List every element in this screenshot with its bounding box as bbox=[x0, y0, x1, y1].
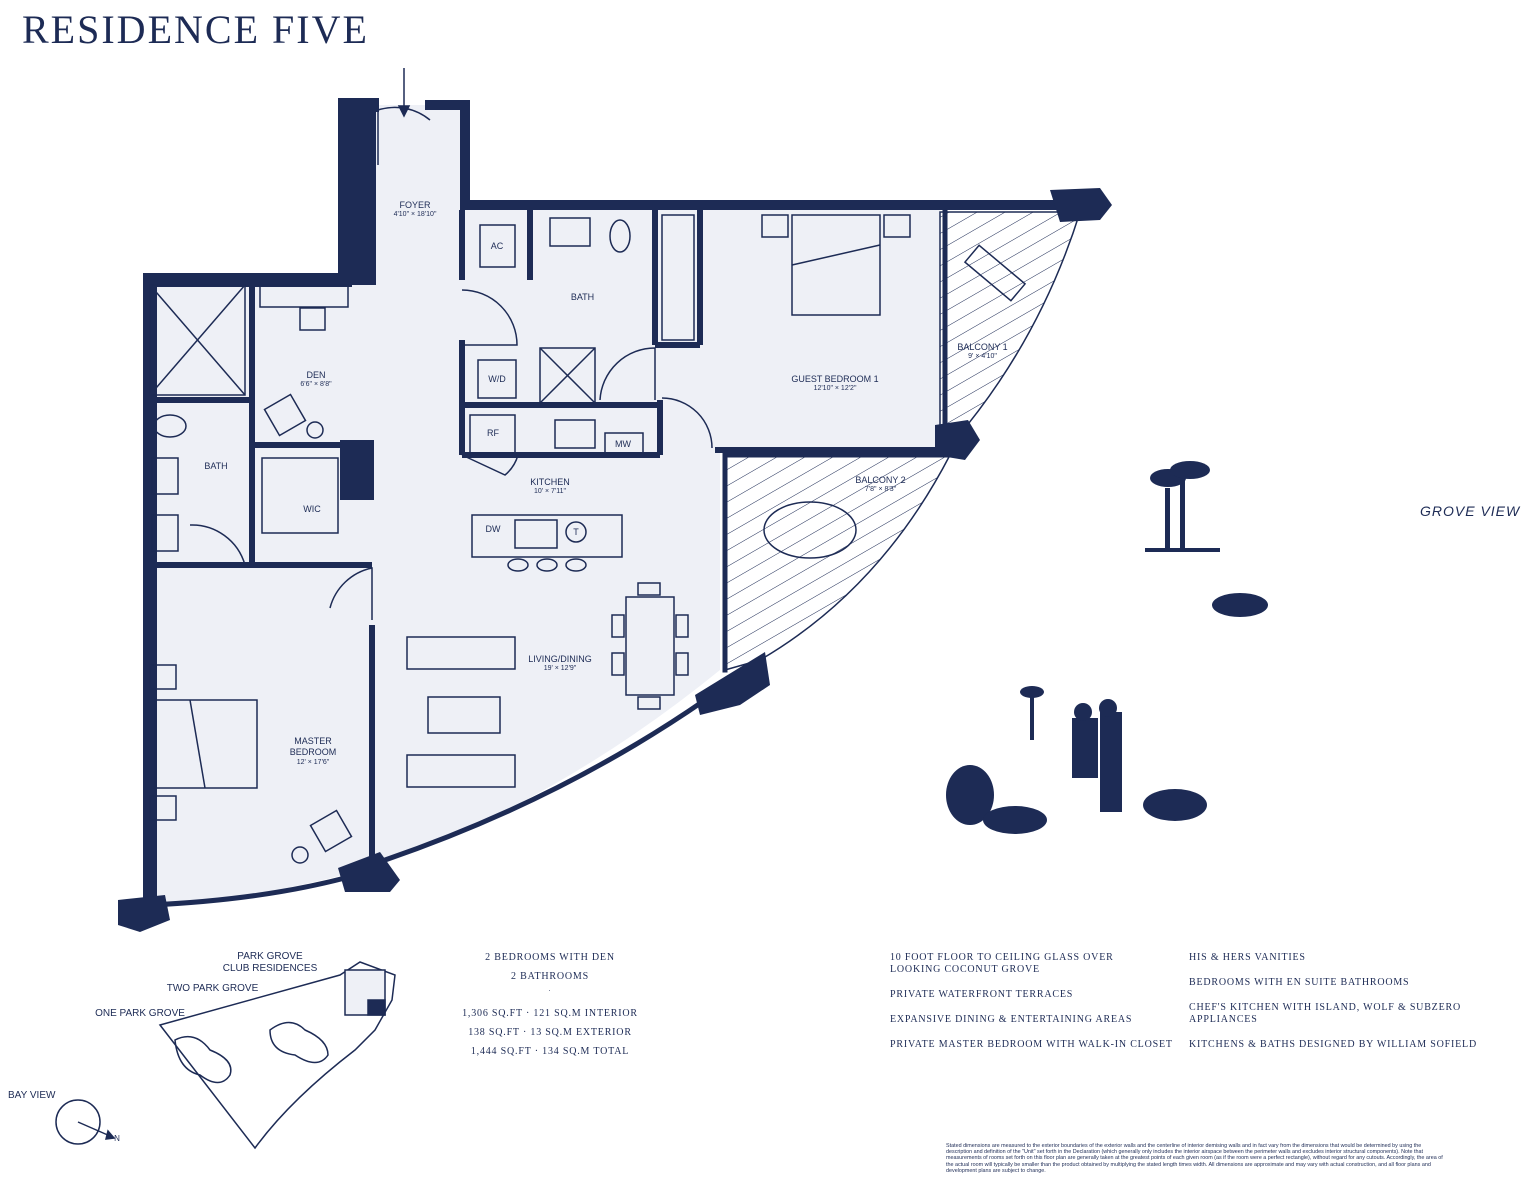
summary-exterior: 138 SQ.FT · 13 SQ.M EXTERIOR bbox=[468, 1027, 632, 1038]
room-ac: AC bbox=[490, 241, 504, 251]
couple-illustration bbox=[946, 686, 1207, 834]
room-wic: WIC bbox=[303, 504, 321, 514]
master-bed bbox=[154, 699, 258, 789]
structural-columns bbox=[118, 100, 1112, 932]
summary-interior: 1,306 SQ.FT · 121 SQ.M INTERIOR bbox=[462, 1008, 638, 1019]
den-armchair bbox=[263, 393, 307, 437]
shower-left bbox=[149, 284, 246, 396]
bath-sink bbox=[549, 217, 591, 247]
microwave bbox=[604, 432, 644, 454]
sofa-1 bbox=[406, 636, 516, 670]
room-trash: T bbox=[573, 527, 579, 537]
bay-view-label: BAY VIEW bbox=[8, 1090, 56, 1101]
grove-view-label: GROVE VIEW bbox=[1420, 503, 1521, 519]
balcony-1-deck bbox=[939, 211, 1082, 441]
summary-separator: · bbox=[548, 987, 552, 995]
balcony-2-deck bbox=[724, 454, 952, 671]
fridge bbox=[469, 414, 516, 454]
lounger bbox=[963, 244, 1027, 302]
room-rf: RF bbox=[487, 428, 499, 438]
balcony-table bbox=[763, 501, 857, 559]
room-wd: W/D bbox=[488, 374, 506, 384]
feature-left-4: PRIVATE MASTER BEDROOM WITH WALK-IN CLOS… bbox=[890, 1039, 1173, 1050]
site-one-park-grove: ONE PARK GROVE bbox=[95, 1008, 185, 1019]
vanity-sink-1 bbox=[151, 457, 179, 495]
feature-left-2: PRIVATE WATERFRONT TERRACES bbox=[890, 989, 1074, 1000]
toilet-left bbox=[153, 414, 187, 438]
palm-illustration bbox=[1145, 461, 1220, 552]
wic-shelves bbox=[261, 457, 339, 534]
wd-unit bbox=[477, 359, 517, 399]
entry-arrow bbox=[397, 68, 411, 118]
den-side-table bbox=[306, 421, 324, 439]
island-sink bbox=[514, 519, 558, 549]
feature-left-3: EXPANSIVE DINING & ENTERTAINING AREAS bbox=[890, 1014, 1133, 1025]
site-plan bbox=[158, 961, 396, 1150]
compass bbox=[55, 1099, 116, 1145]
trash-bin bbox=[565, 521, 587, 543]
feature-left-1: 10 FOOT FLOOR TO CEILING GLASS OVER LOOK… bbox=[890, 952, 1114, 975]
coffee-table bbox=[427, 696, 501, 734]
site-club-residences: PARK GROVE CLUB RESIDENCES bbox=[222, 951, 318, 974]
vanity-sink-2 bbox=[151, 514, 179, 552]
summary-bedrooms: 2 BEDROOMS WITH DEN bbox=[485, 952, 615, 963]
toilet-top bbox=[609, 219, 631, 253]
shower-top bbox=[539, 347, 596, 404]
room-bath-left: BATH bbox=[204, 461, 228, 471]
north-label: N bbox=[114, 1134, 120, 1143]
feature-right-4: KITCHENS & BATHS DESIGNED BY WILLIAM SOF… bbox=[1189, 1039, 1477, 1050]
summary-bathrooms: 2 BATHROOMS bbox=[511, 971, 589, 982]
bush-illustration bbox=[1212, 593, 1268, 617]
summary-total: 1,444 SQ.FT · 134 SQ.M TOTAL bbox=[470, 1046, 630, 1057]
ac-unit bbox=[479, 224, 516, 268]
feature-right-1: HIS & HERS VANITIES bbox=[1189, 952, 1306, 963]
interior-walls bbox=[150, 210, 940, 860]
site-two-park-grove: TWO PARK GROVE bbox=[166, 983, 259, 994]
dining-table bbox=[625, 596, 675, 696]
closet-guest bbox=[661, 214, 695, 341]
range bbox=[554, 419, 596, 449]
feature-right-3: CHEF'S KITCHEN WITH ISLAND, WOLF & SUBZE… bbox=[1189, 1002, 1461, 1025]
sofa-2 bbox=[406, 754, 516, 788]
page-title: RESIDENCE FIVE bbox=[22, 7, 369, 52]
feature-right-2: BEDROOMS WITH EN SUITE BATHROOMS bbox=[1189, 977, 1410, 988]
door-swings bbox=[189, 106, 713, 620]
room-dw: DW bbox=[485, 524, 501, 534]
master-armchair bbox=[309, 809, 353, 853]
den-desk bbox=[259, 284, 349, 308]
kitchen-island bbox=[471, 514, 623, 558]
den-chair bbox=[299, 307, 326, 331]
room-bath-top: BATH bbox=[570, 292, 595, 302]
disclaimer-text: Stated dimensions are measured to the ex… bbox=[946, 1143, 1443, 1174]
room-mw: MW bbox=[615, 439, 631, 449]
